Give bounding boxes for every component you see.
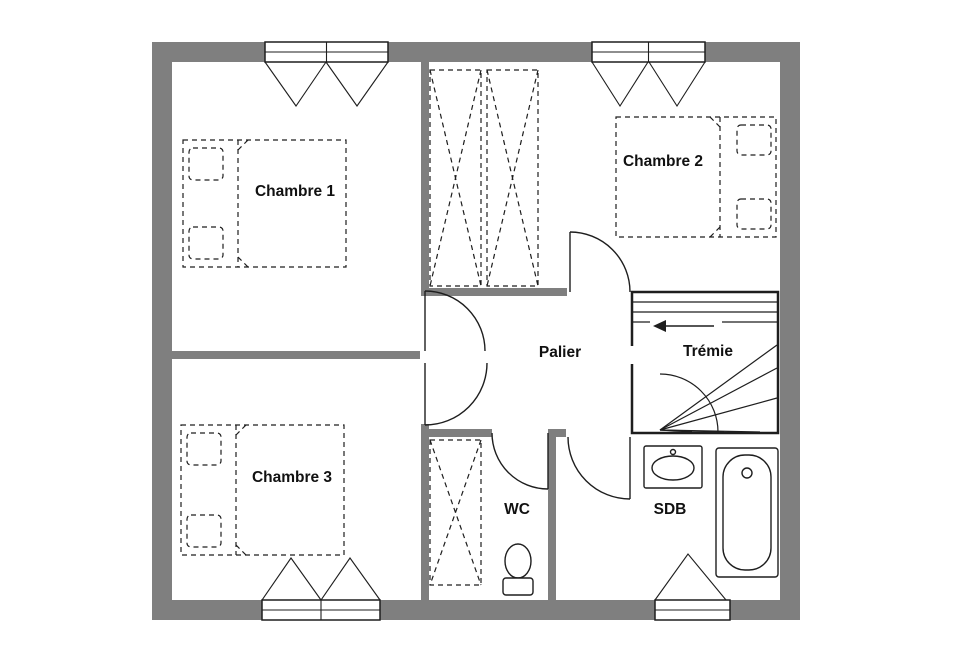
window-chambre3-icon <box>261 557 381 621</box>
door-chambre2-icon <box>569 231 631 293</box>
toilet-icon <box>502 543 534 596</box>
room-label-chambre3: Chambre 3 <box>252 469 332 486</box>
window-sdb-icon <box>654 553 731 621</box>
bed-chambre2-icon <box>615 116 777 238</box>
room-label-tremie: Trémie <box>683 343 733 360</box>
door-chambre1-icon <box>424 290 486 352</box>
staircase-icon <box>628 290 780 435</box>
window-chambre1-icon <box>264 41 389 107</box>
room-label-wc: WC <box>504 501 530 518</box>
bed-chambre1-icon <box>182 139 347 268</box>
bed-chambre3-icon <box>180 424 345 556</box>
interior-walls <box>172 62 567 600</box>
sink-icon <box>643 445 703 489</box>
door-chambre3-icon <box>424 362 488 426</box>
stair-direction-arrow-icon <box>653 320 714 332</box>
door-wc-icon <box>491 432 549 490</box>
door-sdb-icon <box>567 436 631 500</box>
wardrobe-wc-icon <box>429 439 482 586</box>
wardrobe-right-icon <box>486 69 539 287</box>
room-label-chambre1: Chambre 1 <box>255 183 335 200</box>
room-label-chambre2: Chambre 2 <box>623 153 703 170</box>
room-label-palier: Palier <box>539 344 581 361</box>
wardrobe-left-icon <box>429 69 482 287</box>
bathtub-icon <box>715 447 779 578</box>
room-label-sdb: SDB <box>654 501 687 518</box>
window-chambre2-icon <box>591 41 706 108</box>
